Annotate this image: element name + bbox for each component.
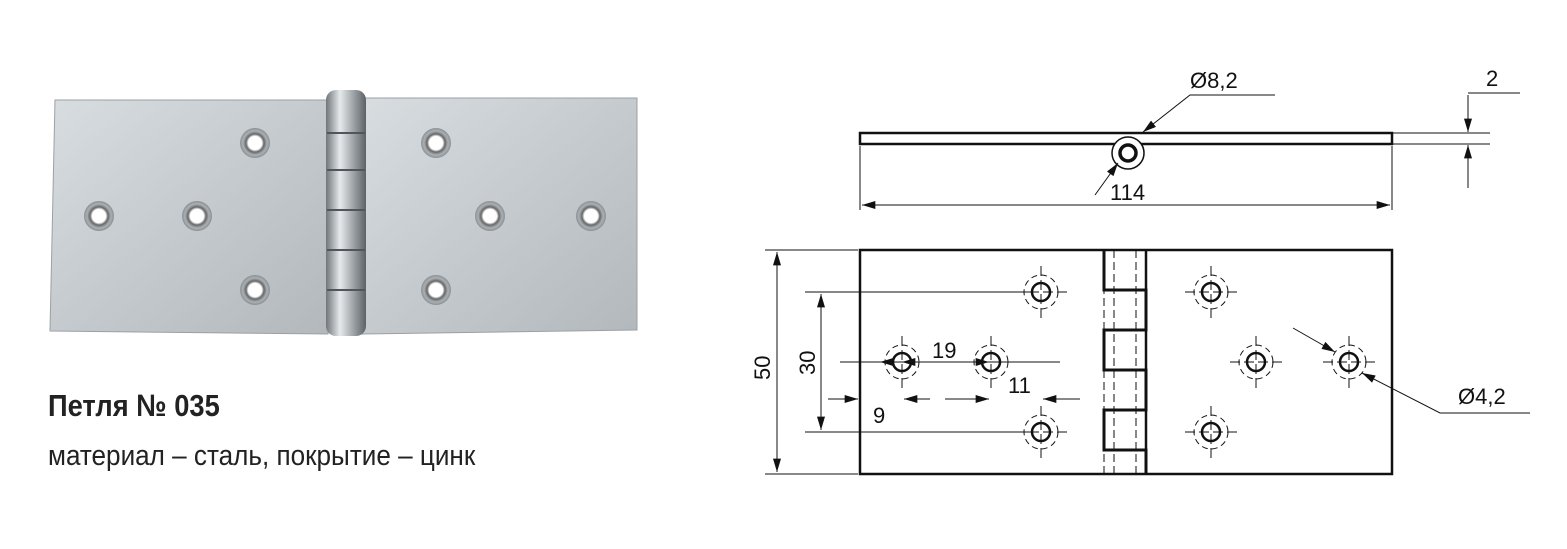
hinge-knuckle bbox=[326, 90, 366, 336]
length-label: 114 bbox=[1110, 180, 1145, 205]
knuckle-outline bbox=[1102, 250, 1148, 474]
thickness-label: 2 bbox=[1486, 66, 1498, 91]
mounting-holes bbox=[84, 128, 606, 305]
edge-offset-label: 9 bbox=[873, 403, 885, 428]
hole-mark bbox=[1185, 266, 1237, 318]
hole-diameter-label: Ø4,2 bbox=[1458, 384, 1506, 409]
pin-leader bbox=[1142, 94, 1275, 133]
pin-diameter-label: Ø8,2 bbox=[1190, 68, 1238, 93]
spacing-vertical-label: 30 bbox=[795, 351, 820, 375]
hole-leader bbox=[1292, 327, 1336, 353]
product-subtitle: материал – сталь, покрытие – цинк bbox=[48, 440, 476, 472]
product-title: Петля № 035 bbox=[48, 388, 220, 423]
hole-mark bbox=[1323, 336, 1375, 388]
width-label: 50 bbox=[750, 356, 775, 380]
hinge-photo bbox=[49, 90, 638, 336]
hole-mark bbox=[1230, 336, 1282, 388]
spacing-horizontal-label: 19 bbox=[932, 338, 956, 363]
outer-offset-label: 11 bbox=[1008, 373, 1031, 398]
hole-mark bbox=[1185, 406, 1237, 458]
pin-circle bbox=[1111, 136, 1145, 170]
